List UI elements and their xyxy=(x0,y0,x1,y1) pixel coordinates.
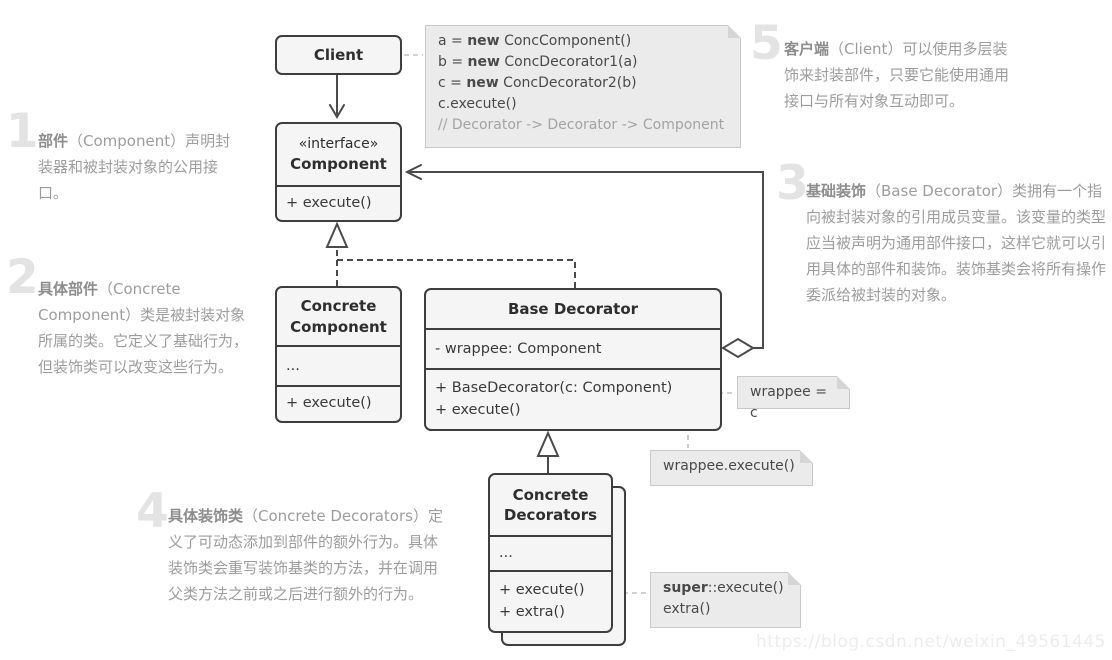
code-line-comment: // Decorator -> Decorator -> Component xyxy=(438,117,725,133)
class-concrete-component-name: Concrete Component xyxy=(290,297,387,336)
concrete-component-dots: ... xyxy=(286,357,300,374)
annotation-4-number: 4 xyxy=(136,484,169,539)
annotation-5-body: （Client）可以使用多层装饰来封装部件，只要它能使用通用接口与所有对象互动即… xyxy=(784,40,1010,110)
class-component-stereotype: «interface» xyxy=(298,135,379,152)
class-component-name: Component xyxy=(290,154,387,173)
annotation-3-term: 基础装饰 xyxy=(806,182,867,200)
concrete-component-method-execute: + execute() xyxy=(286,395,372,412)
class-component-methods: + execute() xyxy=(277,185,400,219)
code-line-4: c.execute() xyxy=(438,96,517,112)
class-base-decorator-fields: - wrappee: Component xyxy=(426,328,720,368)
class-base-decorator: Base Decorator - wrappee: Component + Ba… xyxy=(424,288,722,431)
class-component-title: «interface» Component xyxy=(277,124,400,185)
class-client: Client xyxy=(275,35,402,75)
annotation-1-text: 部件（Component）声明封装器和被封装对象的公用接口。 xyxy=(38,128,244,206)
annotation-3-body: （Base Decorator）类拥有一个指向被封装对象的引用成员变量。该变量的… xyxy=(806,182,1107,304)
annotation-3-number: 3 xyxy=(776,156,809,211)
class-concrete-decorators-fields: ... xyxy=(490,535,611,570)
keyword-new: new xyxy=(467,54,500,70)
class-concrete-component-methods: + execute() xyxy=(277,385,400,420)
base-decorator-field-wrappee: - wrappee: Component xyxy=(435,340,602,357)
note-super-line-1: super::execute() xyxy=(663,580,784,596)
keyword-new: new xyxy=(467,33,500,49)
generalization-triangle-icon xyxy=(536,430,560,457)
annotation-3-text: 基础装饰（Base Decorator）类拥有一个指向被封装对象的引用成员变量。… xyxy=(806,178,1108,308)
annotation-4-text: 具体装饰类（Concrete Decorators）定义了可动态添加到部件的额外… xyxy=(168,503,452,607)
code-line-3: c = new ConcDecorator2(b) xyxy=(438,75,637,91)
class-component: «interface» Component + execute() xyxy=(275,122,402,222)
generalization-line xyxy=(536,430,560,473)
annotation-2-term: 具体部件 xyxy=(38,280,99,298)
class-concrete-decorators: Concrete Decorators ... + execute() + ex… xyxy=(488,473,613,633)
base-decorator-method-execute: + execute() xyxy=(435,402,521,418)
note-wrappee-execute: wrappee.execute() xyxy=(650,450,813,486)
realization-triangle-icon xyxy=(325,221,349,248)
annotation-2-body: （Concrete Component）类是被封装对象所属的类。它定义了基础行为… xyxy=(38,280,249,376)
annotation-2-text: 具体部件（Concrete Component）类是被封装对象所属的类。它定义了… xyxy=(38,276,254,380)
note-super-execute: super::execute() extra() xyxy=(650,572,801,628)
class-concrete-decorators-methods: + execute() + extra() xyxy=(490,570,611,630)
realization-dashed-lines xyxy=(325,221,576,288)
concrete-decorators-method-extra: + extra() xyxy=(499,604,565,620)
component-method-execute: + execute() xyxy=(286,194,372,211)
class-base-decorator-name: Base Decorator xyxy=(507,299,639,318)
annotation-4-term: 具体装饰类 xyxy=(168,507,244,525)
watermark-url: https://blog.csdn.net/weixin_49561445 xyxy=(755,632,1106,652)
note-super-line-2: extra() xyxy=(663,601,711,617)
client-to-component-arrow xyxy=(329,75,345,119)
annotation-5-term: 客户端 xyxy=(784,40,830,58)
class-concrete-decorators-name: Concrete Decorators xyxy=(503,485,598,524)
concrete-decorators-method-execute: + execute() xyxy=(499,581,585,598)
annotation-1-term: 部件 xyxy=(38,132,69,150)
class-concrete-component: Concrete Component ... + execute() xyxy=(275,286,402,423)
note-wrappee-assign-text: wrappee = c xyxy=(750,384,827,421)
annotation-2-number: 2 xyxy=(6,250,39,305)
keyword-super: super xyxy=(663,580,708,596)
annotation-1-number: 1 xyxy=(6,104,39,159)
aggregation-diamond-icon xyxy=(721,337,755,359)
note-wrappee-assign: wrappee = c xyxy=(737,376,850,421)
annotation-5-number: 5 xyxy=(750,16,783,71)
note-client-code: a = new ConcComponent() b = new ConcDeco… xyxy=(425,25,741,148)
class-concrete-component-fields: ... xyxy=(277,345,400,385)
keyword-new: new xyxy=(466,75,499,91)
code-line-2: b = new ConcDecorator1(a) xyxy=(438,54,638,70)
base-decorator-method-constructor: + BaseDecorator(c: Component) xyxy=(435,379,673,396)
annotation-4-body: （Concrete Decorators）定义了可动态添加到部件的额外行为。具体… xyxy=(168,507,443,603)
code-line-1: a = new ConcComponent() xyxy=(438,33,632,49)
note-wrappee-execute-text: wrappee.execute() xyxy=(663,458,795,474)
class-client-name: Client xyxy=(313,45,364,64)
concrete-decorators-dots: ... xyxy=(499,545,513,562)
annotation-1-body: （Component）声明封装器和被封装对象的公用接口。 xyxy=(38,132,231,202)
annotation-5-text: 客户端（Client）可以使用多层装饰来封装部件，只要它能使用通用接口与所有对象… xyxy=(784,36,1016,114)
class-base-decorator-methods: + BaseDecorator(c: Component) + execute(… xyxy=(426,368,720,428)
